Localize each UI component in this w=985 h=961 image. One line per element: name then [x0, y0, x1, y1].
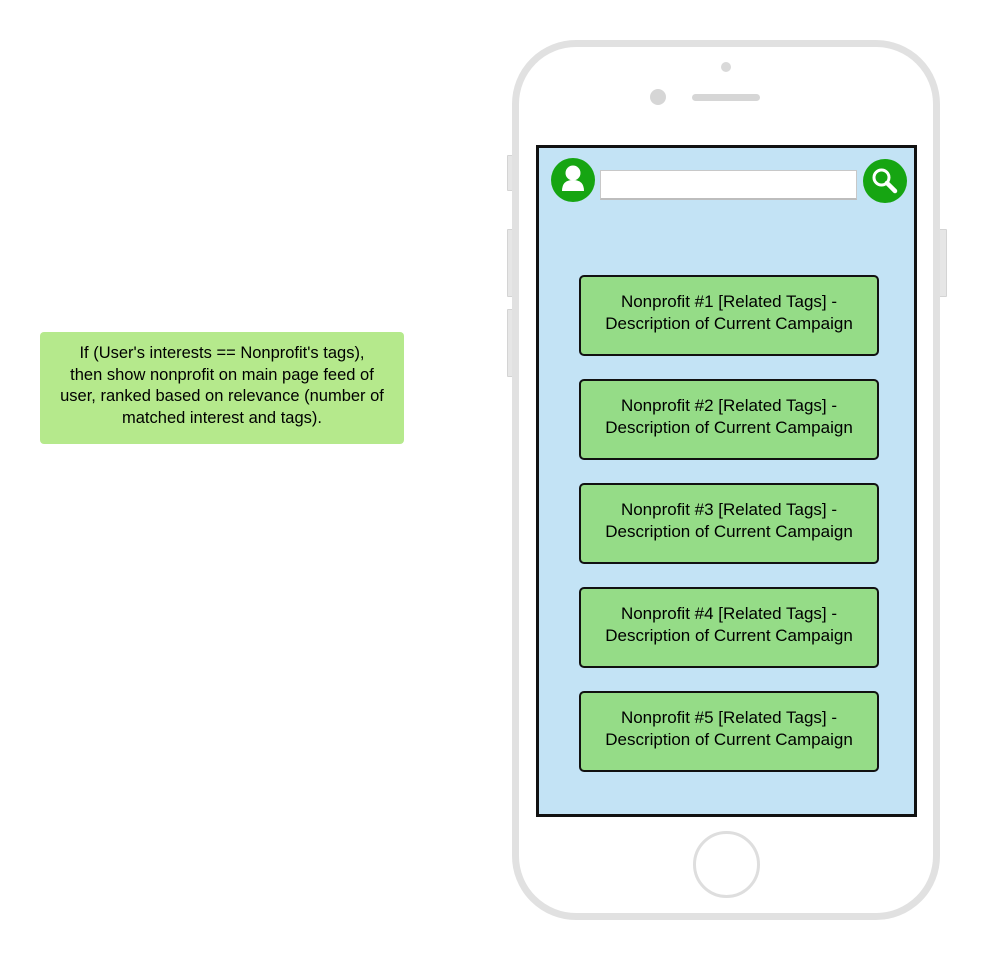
proximity-sensor — [650, 89, 666, 105]
nonprofit-title: Nonprofit #5 [Related Tags] - — [620, 708, 838, 727]
earpiece-speaker — [692, 94, 760, 101]
magnifier-icon — [872, 168, 898, 194]
nonprofit-card[interactable]: Nonprofit #1 [Related Tags] - Descriptio… — [579, 275, 879, 356]
note-line: user, ranked based on relevance (number … — [60, 387, 384, 405]
user-icon — [562, 165, 584, 191]
note-line: matched interest and tags). — [122, 408, 322, 427]
nonprofit-description: Description of Current Campaign — [605, 418, 853, 437]
nonprofit-title: Nonprofit #4 [Related Tags] - — [620, 604, 838, 623]
logic-note: If (User's interests == Nonprofit's tags… — [40, 332, 404, 444]
nonprofit-card[interactable]: Nonprofit #4 [Related Tags] - Descriptio… — [579, 587, 879, 668]
home-button[interactable] — [693, 831, 760, 898]
nonprofit-card[interactable]: Nonprofit #3 [Related Tags] - Descriptio… — [579, 483, 879, 564]
profile-button[interactable] — [551, 158, 595, 202]
nonprofit-title: Nonprofit #2 [Related Tags] - — [620, 396, 838, 415]
nonprofit-title: Nonprofit #1 [Related Tags] - — [620, 292, 838, 311]
nonprofit-card[interactable]: Nonprofit #5 [Related Tags] - Descriptio… — [579, 691, 879, 772]
nonprofit-title: Nonprofit #3 [Related Tags] - — [620, 500, 838, 519]
note-line: If (User's interests == Nonprofit's tags… — [79, 344, 365, 362]
nonprofit-description: Description of Current Campaign — [605, 314, 853, 333]
front-camera — [721, 62, 731, 72]
power-button — [939, 229, 947, 297]
nonprofit-description: Description of Current Campaign — [605, 626, 853, 645]
note-line: then show nonprofit on main page feed of — [70, 365, 374, 384]
nonprofit-description: Description of Current Campaign — [605, 522, 853, 541]
nonprofit-description: Description of Current Campaign — [605, 730, 853, 749]
search-button[interactable] — [863, 159, 907, 203]
search-input[interactable] — [600, 170, 857, 200]
nonprofit-card[interactable]: Nonprofit #2 [Related Tags] - Descriptio… — [579, 379, 879, 460]
